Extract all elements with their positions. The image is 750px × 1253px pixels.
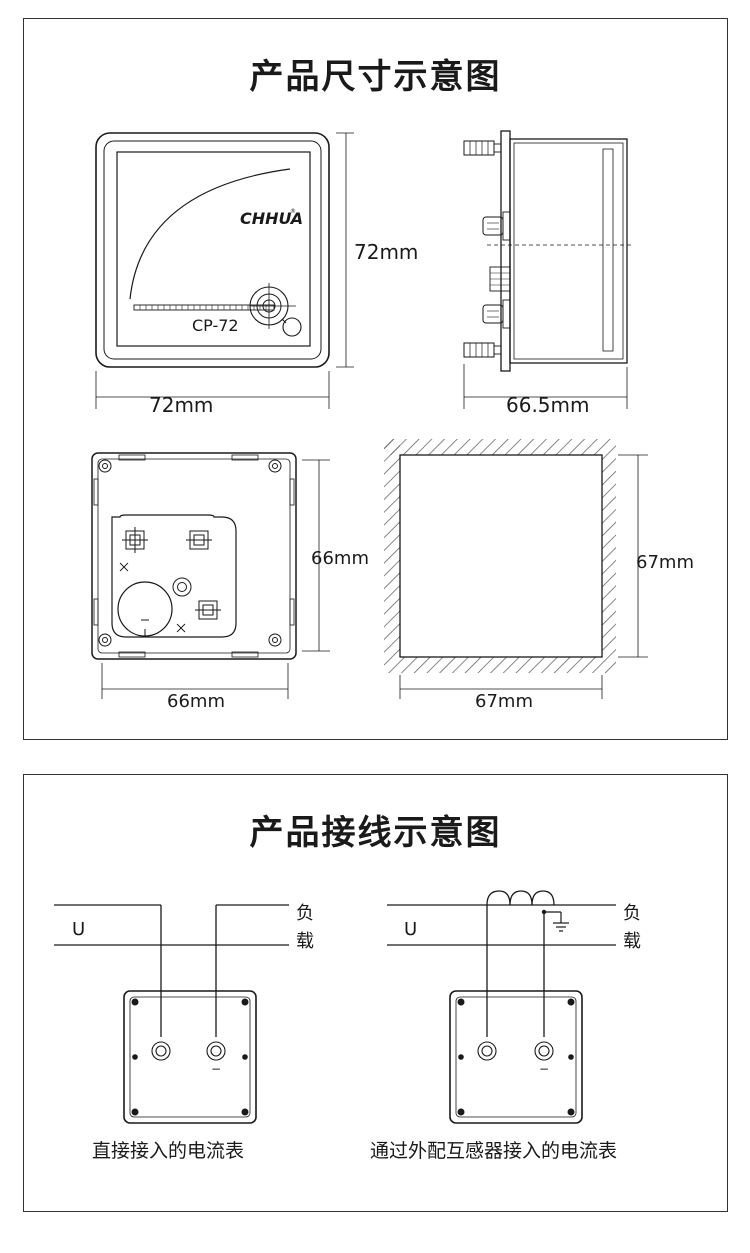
direct-terminal-right [206,1041,226,1061]
direct-meter-inner [129,996,251,1118]
back-small-knob [172,577,192,597]
scale-bar [133,304,275,311]
direct-caption: 直接接入的电流表 [92,1140,244,1162]
side-terminal-lower [482,299,511,329]
side-case-inner [513,142,624,360]
brand-logo: CHHUA [240,209,303,228]
front-bezel-inner [103,140,322,360]
direct-u-label: U [72,919,85,940]
scale-ticks [139,305,267,310]
direct-meter-screws [131,998,249,1116]
back-view: 66mm 66mm [91,452,369,712]
direct-meter-outer [123,990,257,1124]
side-window-strip [602,148,614,352]
transformer-meter-outer [449,990,583,1124]
wiring-drawing: U 负 载 − 直接接入的电流表 U 负 [54,890,641,1162]
direct-minus-sign: − [211,1062,221,1076]
back-terminal-3 [195,600,221,620]
side-terminal-upper [482,211,511,241]
side-depth-label: 66.5mm [506,393,590,417]
side-view: 66.5mm [463,130,634,417]
scale-arc [129,168,291,300]
back-case-outer [91,452,297,660]
transformer-u-label: U [404,919,417,940]
transformer-load-bottom: 载 [623,931,641,952]
side-connector [489,266,511,292]
wiring-panel: 产品接线示意图 U 负 载 − [23,774,728,1212]
wiring-title: 产品接线示意图 [249,813,502,853]
direct-load-top: 负 [296,903,314,924]
dimension-title: 产品尺寸示意图 [249,57,502,97]
front-bezel-outer [95,132,330,368]
side-front-flange [500,130,511,372]
front-width-label: 72mm [149,393,213,417]
ground-icon [553,912,569,932]
back-width-label: 66mm [167,691,225,712]
cutout-height-label: 67mm [636,552,694,573]
back-mark-x [119,562,186,633]
transformer-meter-inner [455,996,577,1118]
transformer-terminal-left [477,1041,497,1061]
back-terminal-2 [186,530,212,550]
current-transformer-coil [486,890,555,906]
transformer-terminal-right [534,1041,554,1061]
front-dial-window [116,151,311,347]
direct-load-bottom: 载 [296,931,314,952]
side-case [509,138,628,364]
transformer-minus-sign: − [539,1062,549,1076]
transformer-load-top: 负 [623,903,641,924]
direct-terminal-left [151,1041,171,1061]
front-view: CHHUA ® CP-72 72mm 72mm [95,132,418,417]
cutout-hole [399,454,603,658]
side-stud-bottom [463,342,502,358]
direct-wiring-diagram: U 负 载 − 直接接入的电流表 [54,903,314,1162]
trademark-mark: ® [290,208,296,215]
back-terminal-block [111,514,237,638]
model-label: CP-72 [192,316,239,335]
back-corner-screws [98,459,282,647]
cutout-view: 67mm 67mm [384,439,694,712]
cutout-width-label: 67mm [475,691,533,712]
front-height-label: 72mm [354,240,418,264]
back-height-label: 66mm [311,548,369,569]
side-stud-top [463,140,502,156]
transformer-caption: 通过外配互感器接入的电流表 [370,1140,617,1162]
zero-adjust-knob [249,283,302,337]
transformer-meter-screws [457,998,575,1116]
transformer-wiring-diagram: U 负 载 [370,890,641,1162]
dimension-panel: 产品尺寸示意图 [23,18,728,740]
back-terminal-1 [122,527,148,553]
back-case-inner [97,458,291,654]
back-large-socket [117,581,173,637]
dimension-drawing: CHHUA ® CP-72 72mm 72mm [91,130,694,712]
